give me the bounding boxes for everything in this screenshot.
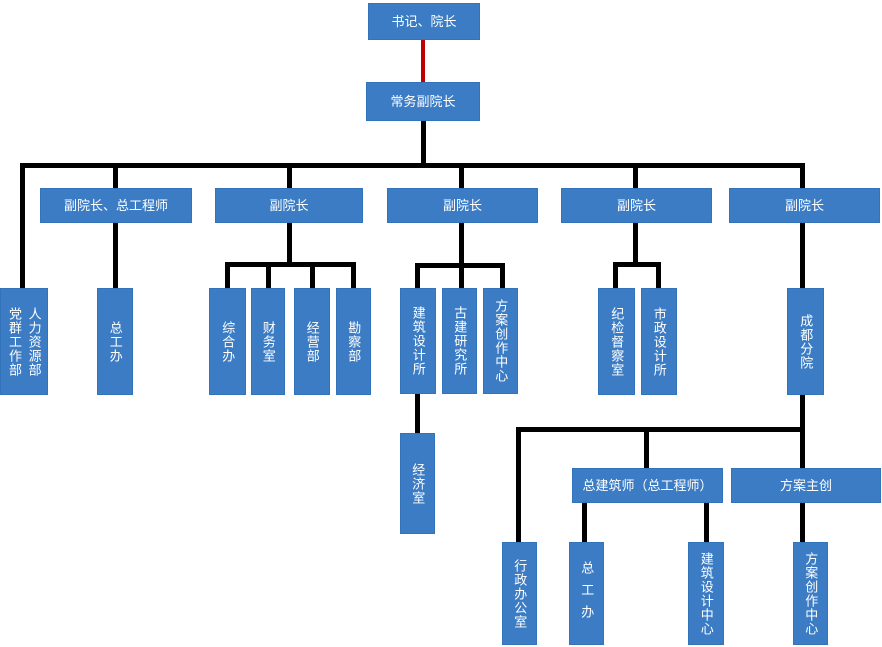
node-scheme-creation-center[interactable]: 方案创作中心 bbox=[483, 288, 518, 394]
node-label: 财务室 bbox=[260, 320, 276, 363]
node-finance-office[interactable]: 财务室 bbox=[251, 288, 285, 395]
connector bbox=[800, 223, 805, 288]
connector bbox=[459, 263, 464, 288]
connector bbox=[415, 263, 420, 288]
node-label: 经营部 bbox=[304, 320, 320, 363]
node-secretary-dean[interactable]: 书记、院长 bbox=[368, 3, 480, 40]
node-label: 副院长 bbox=[616, 197, 656, 213]
node-survey-dept[interactable]: 勘察部 bbox=[336, 288, 371, 395]
node-label: 副院长、总工程师 bbox=[63, 197, 168, 213]
connector bbox=[266, 262, 271, 288]
connector bbox=[656, 262, 661, 288]
node-operations-dept[interactable]: 经营部 bbox=[294, 288, 330, 395]
connector bbox=[800, 394, 805, 432]
node-scheme-creation-center-branch[interactable]: 方案创作中心 bbox=[793, 542, 828, 645]
node-label: 副院长 bbox=[269, 197, 309, 213]
node-label: 经济室 bbox=[410, 462, 426, 505]
node-label: 综合办 bbox=[220, 320, 236, 363]
node-vice-dean-chief-engineer[interactable]: 副院长、总工程师 bbox=[40, 188, 192, 223]
node-label: 常务副院长 bbox=[390, 93, 456, 109]
node-architectural-design-institute[interactable]: 建筑设计所 bbox=[400, 288, 436, 394]
connector bbox=[459, 223, 464, 263]
node-label: 总工办 bbox=[107, 320, 123, 363]
node-municipal-design-institute[interactable]: 市政设计所 bbox=[641, 288, 677, 395]
node-label: 书记、院长 bbox=[391, 13, 457, 29]
node-economy-office[interactable]: 经济室 bbox=[400, 433, 435, 534]
connector bbox=[800, 432, 805, 468]
connector-red-secretary-to-executive bbox=[421, 40, 425, 82]
connector bbox=[500, 263, 505, 288]
node-label: 方案创作中心 bbox=[493, 299, 509, 383]
node-executive-vice-dean[interactable]: 常务副院长 bbox=[366, 82, 480, 121]
connector bbox=[633, 168, 638, 188]
node-label: 副院长 bbox=[784, 197, 824, 213]
connector bbox=[310, 262, 315, 288]
node-label: 建筑设计中心 bbox=[698, 551, 714, 636]
node-label: 成都分院 bbox=[798, 313, 814, 370]
node-admin-office[interactable]: 行政办公室 bbox=[502, 542, 537, 645]
node-label: 纪检督察室 bbox=[609, 306, 625, 377]
connector bbox=[516, 427, 521, 542]
node-scheme-lead[interactable]: 方案主创 bbox=[731, 468, 881, 503]
node-general-office[interactable]: 综合办 bbox=[209, 288, 246, 395]
node-chief-engineer-office-branch[interactable]: 总工办 bbox=[569, 542, 604, 645]
connector bbox=[113, 223, 118, 288]
node-label: 方案创作中心 bbox=[803, 551, 819, 636]
node-label: 副院长 bbox=[442, 197, 482, 213]
connector bbox=[421, 121, 426, 168]
connector-bus bbox=[516, 427, 805, 432]
connector bbox=[415, 394, 420, 433]
node-vice-dean-2[interactable]: 副院长 bbox=[215, 188, 363, 223]
node-party-mass-hr-dept[interactable]: 党群工作部 人力资源部 bbox=[0, 288, 48, 395]
connector bbox=[644, 427, 649, 468]
connector bbox=[800, 503, 805, 542]
connector bbox=[582, 503, 587, 542]
node-label: 建筑设计所 bbox=[410, 306, 426, 376]
connector bbox=[800, 168, 805, 188]
connector bbox=[459, 168, 464, 188]
node-label: 勘察部 bbox=[346, 320, 362, 363]
node-vice-dean-4[interactable]: 副院长 bbox=[561, 188, 712, 223]
connector bbox=[287, 223, 292, 262]
connector bbox=[704, 503, 709, 542]
connector-bus bbox=[613, 262, 659, 267]
connector bbox=[633, 223, 638, 262]
node-label: 总工办 bbox=[579, 560, 595, 627]
node-discipline-inspection-office[interactable]: 纪检督察室 bbox=[598, 288, 635, 395]
node-architectural-design-center[interactable]: 建筑设计中心 bbox=[688, 542, 724, 645]
connector bbox=[113, 168, 118, 188]
connector bbox=[351, 262, 356, 288]
connector-bus bbox=[225, 262, 355, 267]
node-label: 古建研究所 bbox=[452, 306, 468, 376]
connector bbox=[287, 168, 292, 188]
node-chengdu-branch[interactable]: 成都分院 bbox=[787, 288, 824, 395]
connector bbox=[225, 262, 230, 288]
node-label: 行政办公室 bbox=[512, 558, 528, 629]
node-vice-dean-3[interactable]: 副院长 bbox=[387, 188, 538, 223]
node-chief-engineer-office[interactable]: 总工办 bbox=[97, 288, 133, 395]
connector bbox=[20, 163, 25, 288]
node-label-hr: 人力资源部 bbox=[26, 306, 42, 377]
node-chief-architect[interactable]: 总建筑师（总工程师） bbox=[572, 468, 723, 503]
node-label: 方案主创 bbox=[779, 477, 832, 493]
connector bbox=[613, 262, 618, 288]
node-label-party-mass: 党群工作部 bbox=[7, 306, 22, 377]
node-ancient-architecture-institute[interactable]: 古建研究所 bbox=[442, 288, 477, 394]
node-label: 市政设计所 bbox=[651, 306, 667, 377]
node-label: 总建筑师（总工程师） bbox=[582, 477, 713, 493]
node-vice-dean-5[interactable]: 副院长 bbox=[729, 188, 880, 223]
connector-main-bus bbox=[20, 163, 805, 168]
